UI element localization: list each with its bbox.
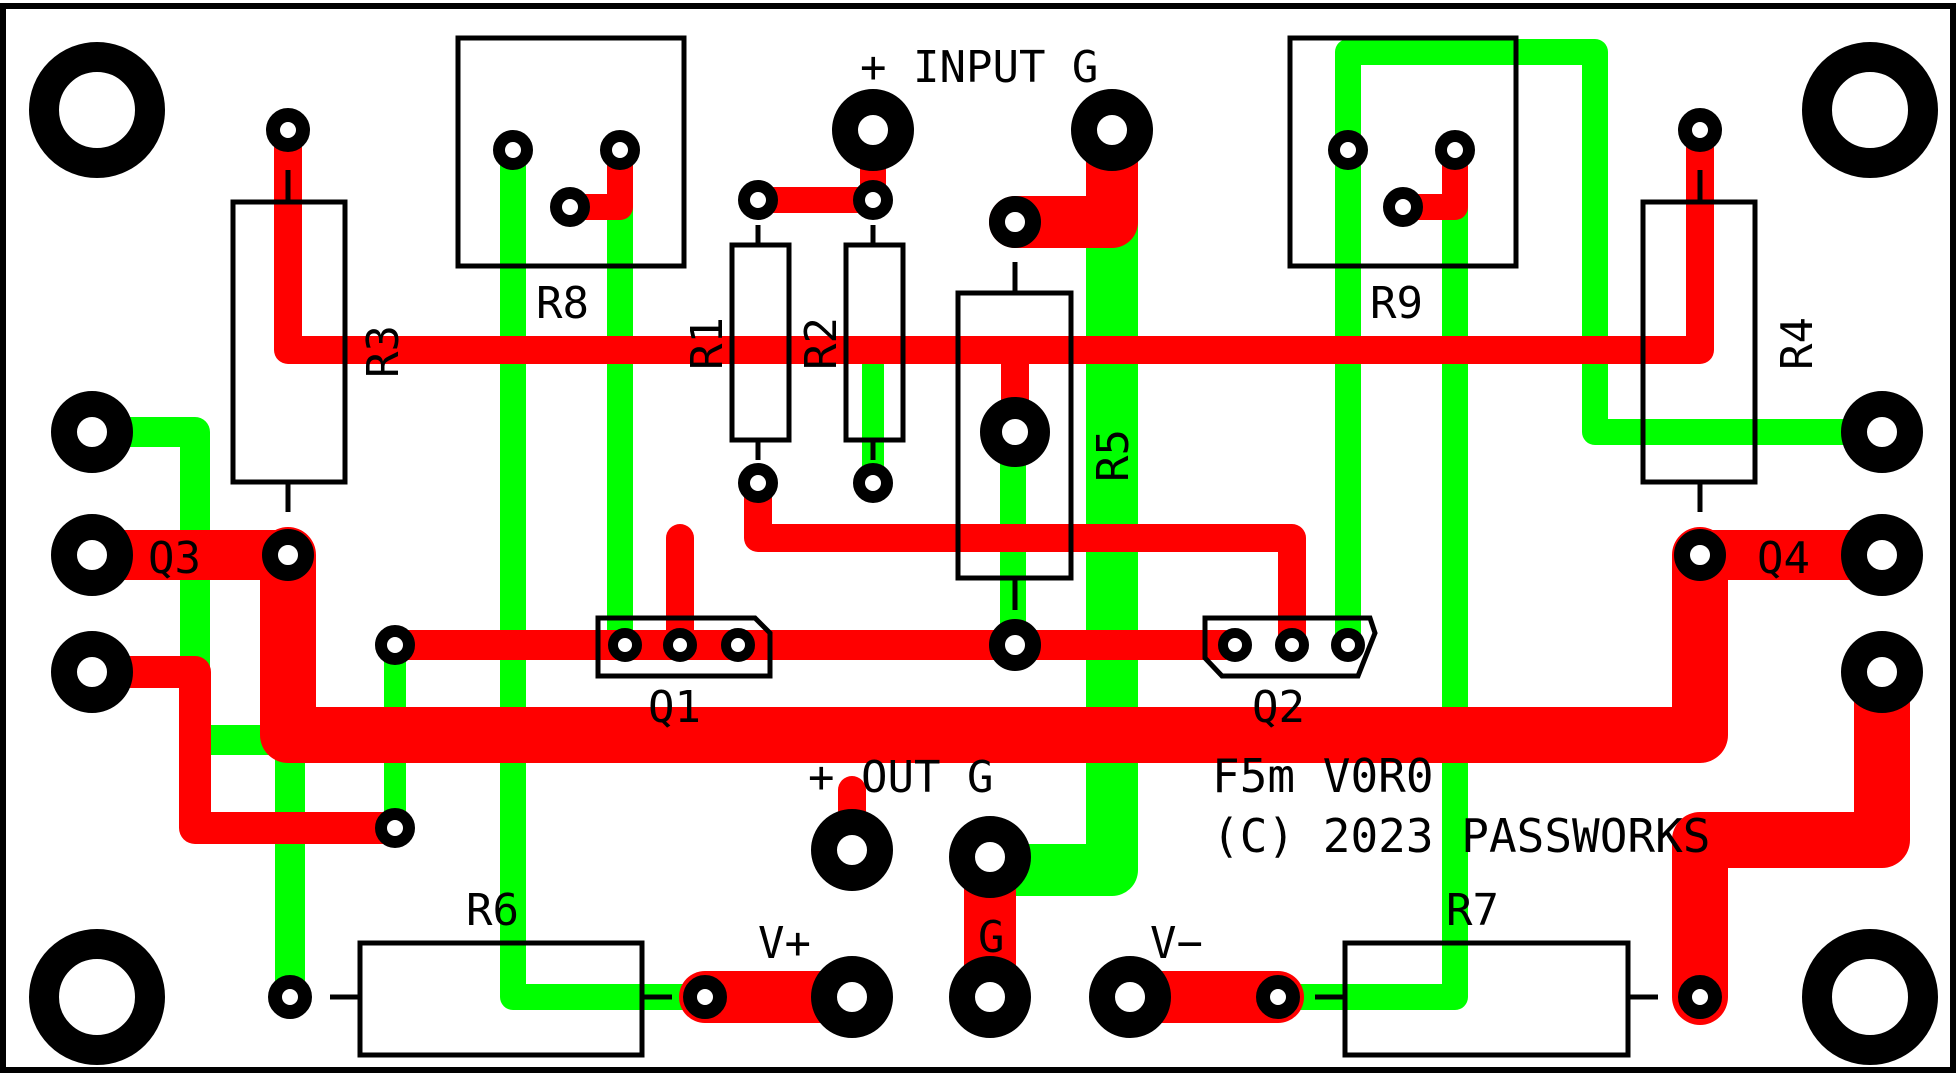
pad-r5-bottom	[989, 619, 1041, 671]
label-r7: R7	[1446, 885, 1499, 936]
pad-r9-right	[1435, 130, 1475, 170]
label-q1: Q1	[648, 682, 701, 733]
silkscreen-labels: + INPUT G R8 R9 R3 R4 R1 R2 R5 Q3 Q4 Q1 …	[148, 42, 1823, 969]
mounting-hole-top-right	[1802, 42, 1938, 178]
label-r3: R3	[358, 325, 409, 378]
silkscreen-layer	[230, 35, 1758, 1058]
pad-output-plus	[811, 809, 893, 891]
label-r8: R8	[536, 278, 589, 329]
pad-output-g	[949, 816, 1031, 898]
label-input: + INPUT G	[860, 42, 1098, 93]
pads-layer	[29, 42, 1938, 1065]
pad-q3-3	[51, 631, 133, 713]
label-r4: R4	[1772, 317, 1823, 370]
mounting-hole-bottom-left	[29, 929, 165, 1065]
red-trace-q3-lower	[76, 656, 411, 844]
pad-q1-1	[608, 628, 642, 662]
pad-q1-2	[663, 628, 697, 662]
green-trace-ground-bus	[964, 109, 1138, 896]
pad-r9-wiper	[1383, 187, 1423, 227]
label-r2: R2	[796, 317, 847, 370]
q2-outline	[1202, 615, 1378, 679]
label-q2: Q2	[1252, 682, 1305, 733]
red-trace-q-bias	[744, 469, 1306, 659]
label-v-plus: V+	[758, 918, 811, 969]
pad-r5-middle	[980, 397, 1050, 467]
pad-r6-right	[683, 975, 727, 1019]
pad-q2-2	[1275, 628, 1309, 662]
label-v-minus: V−	[1150, 918, 1203, 969]
label-copyright: (C) 2023 PASSWORKS	[1212, 809, 1711, 863]
mounting-hole-bottom-right	[1802, 929, 1938, 1065]
green-trace-r9-left	[1335, 39, 1895, 445]
pad-q2-3	[1331, 628, 1365, 662]
pad-r8-left	[493, 130, 533, 170]
pad-r8-wiper	[550, 187, 590, 227]
pad-r3-bottom	[262, 529, 314, 581]
pad-q3-lower	[375, 808, 415, 848]
pad-emitter-left	[375, 625, 415, 665]
pad-r2-top	[853, 180, 893, 220]
pad-r1-bottom	[738, 463, 778, 503]
pad-r8-right	[600, 130, 640, 170]
pad-r4-bottom	[1674, 529, 1726, 581]
pad-v-minus	[1089, 956, 1171, 1038]
r9-outline	[1287, 35, 1519, 269]
r8-outline	[455, 35, 687, 269]
pad-r3-top	[266, 108, 310, 152]
red-trace-q3-q4-rail	[260, 527, 1728, 763]
pad-q3-2	[51, 514, 133, 596]
pad-v-plus	[811, 956, 893, 1038]
pad-r1-top	[738, 180, 778, 220]
label-r5: R5	[1088, 429, 1139, 482]
label-r1: R1	[682, 317, 733, 370]
pad-q1-3	[721, 628, 755, 662]
pad-q3-1	[51, 391, 133, 473]
pad-q4-2	[1841, 514, 1923, 596]
pad-q4-3	[1841, 631, 1923, 713]
pad-r2-bottom	[853, 463, 893, 503]
pad-input-plus	[832, 89, 914, 171]
red-trace-r3-r4-bus	[274, 116, 1714, 364]
pad-q2-1	[1218, 628, 1252, 662]
label-board-name: F5m V0R0	[1212, 749, 1434, 803]
red-trace-q4-lower	[1672, 644, 1910, 1025]
label-output: + OUT G	[808, 752, 993, 803]
q1-outline	[595, 615, 773, 679]
label-r6: R6	[466, 885, 519, 936]
pad-r4-top	[1678, 108, 1722, 152]
pad-r5-top	[989, 196, 1041, 248]
pad-input-g	[1071, 89, 1153, 171]
pad-ground	[949, 956, 1031, 1038]
pad-r6-left	[268, 975, 312, 1019]
pad-r7-left	[1256, 975, 1300, 1019]
pad-r9-left	[1328, 130, 1368, 170]
label-r9: R9	[1370, 278, 1423, 329]
pad-q4-1	[1841, 391, 1923, 473]
pad-r7-right	[1678, 975, 1722, 1019]
mounting-hole-top-left	[29, 42, 165, 178]
label-q3: Q3	[148, 533, 201, 584]
label-ground: G	[978, 912, 1005, 963]
label-q4: Q4	[1757, 533, 1810, 584]
